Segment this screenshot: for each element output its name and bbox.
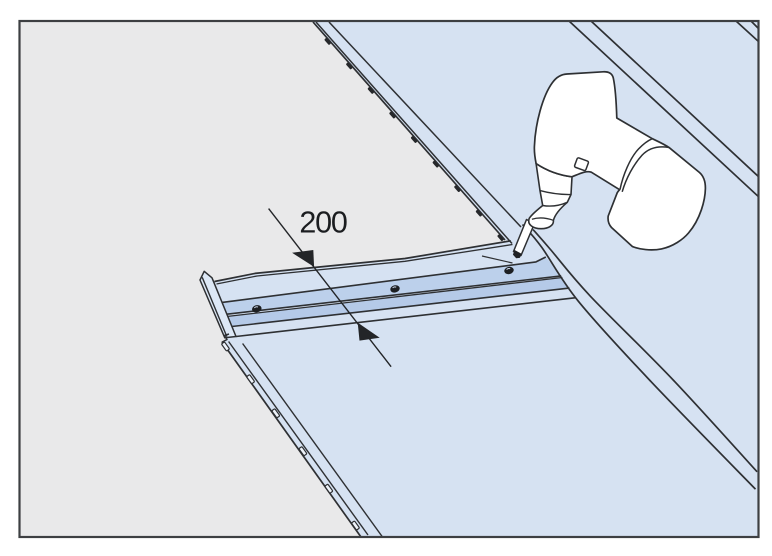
- svg-text:200: 200: [299, 206, 347, 240]
